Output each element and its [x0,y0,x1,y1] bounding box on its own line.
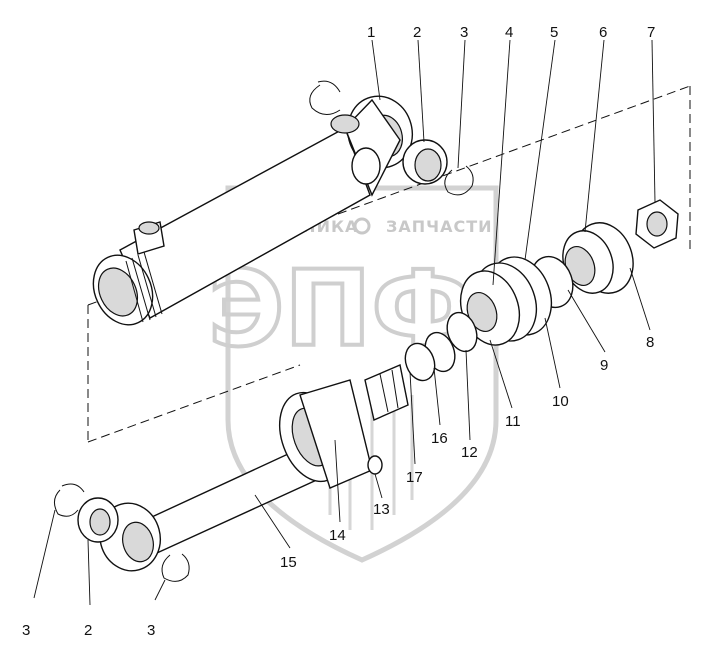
part-piston-rod [99,364,409,572]
callout-12: 12 [461,444,478,461]
callout-11: 11 [505,413,521,430]
callout-5: 5 [550,24,558,41]
callout-13: 13 [373,501,390,518]
callout-1: 1 [367,24,375,41]
callout-15: 15 [280,554,297,571]
callout-10: 10 [552,393,569,410]
callouts: 1 2 3 4 5 6 7 8 9 10 11 12 16 17 13 14 1… [22,24,655,639]
watermark-text-right: ЗАПЧАСТИ [386,217,493,236]
callout-7: 7 [647,24,655,41]
callout-2-bottom: 2 [84,622,92,639]
gear-icon [353,217,371,235]
part-nut [635,199,679,249]
callout-17: 17 [406,469,423,486]
callout-6: 6 [599,24,607,41]
callout-14: 14 [329,527,346,544]
part-barrel [92,95,413,326]
callout-16: 16 [431,430,448,447]
callout-9: 9 [600,357,608,374]
callout-3: 3 [460,24,468,41]
part-snap-ring-top [309,80,341,115]
callout-3-bottom-left: 3 [22,622,30,639]
part-piston-rings [404,222,634,382]
part-bushing-top [402,139,448,185]
part-snap-ring-right [444,165,474,196]
leader-lines [33,39,656,606]
callout-8: 8 [646,334,654,351]
part-bushing-bottom-bore [89,508,111,536]
watermark-shield [225,185,499,563]
callout-3-bottom-right: 3 [147,622,155,639]
part-fitting [367,455,383,475]
callout-4: 4 [505,24,513,41]
part-snap-ring-bottom-left [54,483,85,517]
callout-2: 2 [413,24,421,41]
part-snap-ring-bottom-right [161,553,190,582]
